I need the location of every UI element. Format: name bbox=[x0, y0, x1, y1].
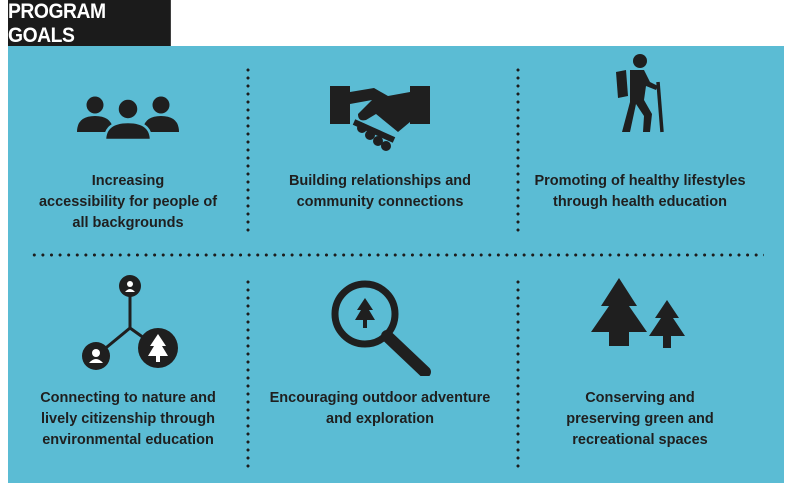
divider-horizontal bbox=[30, 253, 764, 257]
magnifier-tree-icon bbox=[331, 280, 431, 376]
goal-caption: Conserving and preserving green and recr… bbox=[566, 390, 714, 448]
goal-caption: Connecting to nature and lively citizens… bbox=[40, 390, 216, 448]
page-title: PROGRAM GOALS bbox=[8, 0, 171, 47]
goal-caption: Promoting of healthy lifestyles through … bbox=[534, 173, 746, 210]
goal-caption: Increasing accessibility for people of a… bbox=[38, 173, 218, 231]
divider-vertical-top-left bbox=[246, 66, 250, 236]
divider-vertical-bottom-left bbox=[246, 278, 250, 468]
divider-vertical-top-right bbox=[516, 66, 520, 236]
people-group-icon bbox=[77, 96, 179, 140]
goal-caption: Building relationships and community con… bbox=[288, 173, 472, 210]
goal-caption: Encouraging outdoor adventure and explor… bbox=[269, 390, 491, 427]
goals-panel: Increasing accessibility for people of a… bbox=[8, 46, 784, 483]
hiker-icon bbox=[616, 54, 664, 133]
network-nature-icon bbox=[82, 275, 178, 370]
pine-trees-icon bbox=[591, 278, 685, 348]
handshake-icon bbox=[330, 86, 430, 151]
divider-vertical-bottom-right bbox=[516, 278, 520, 468]
